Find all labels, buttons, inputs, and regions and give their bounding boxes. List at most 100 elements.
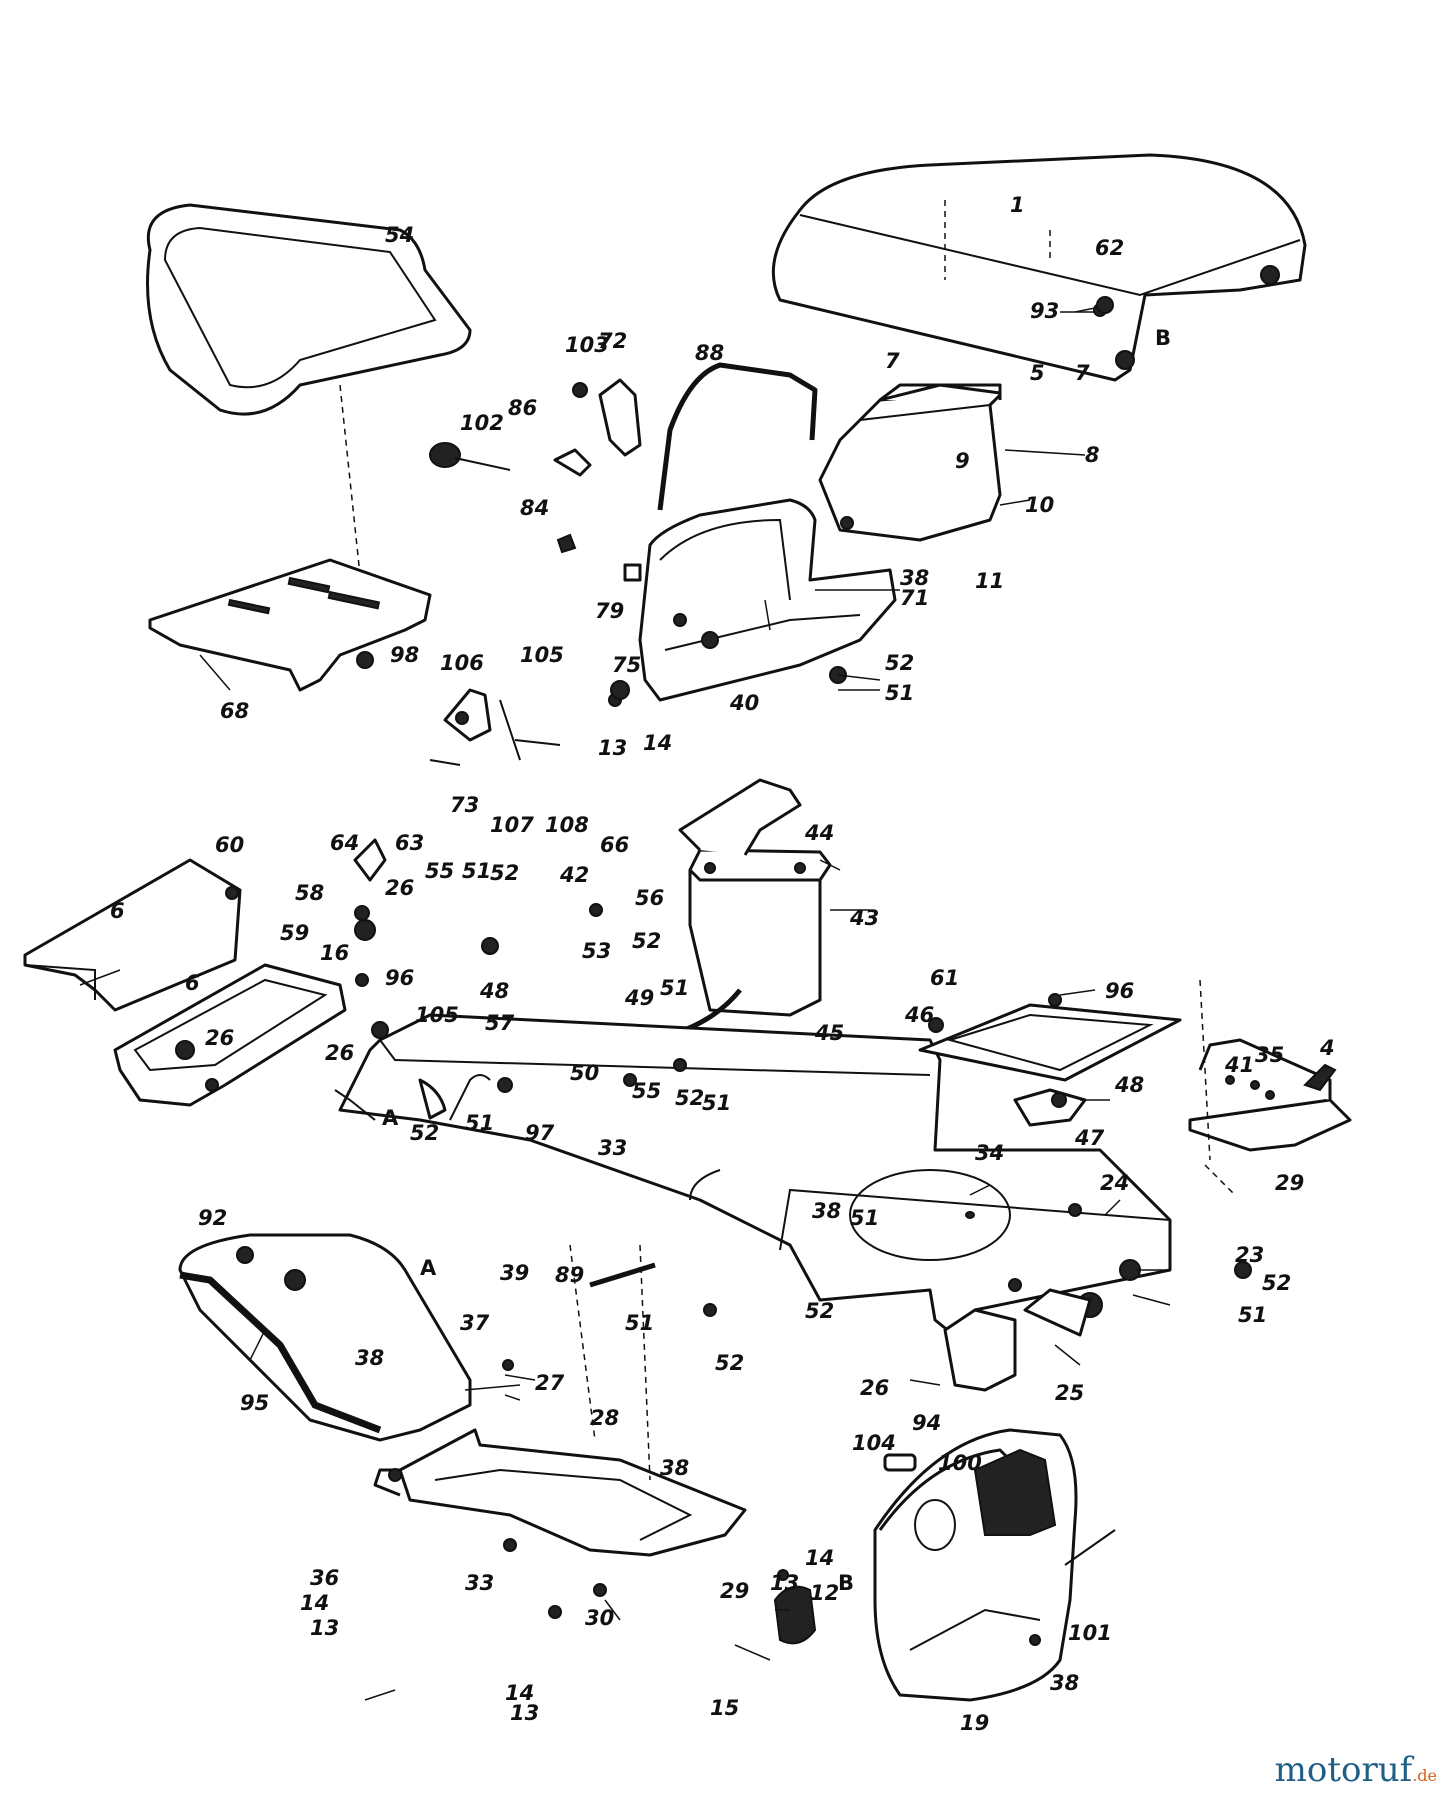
callout-41: 41 (1224, 1053, 1254, 1077)
callout-13d: 13 (770, 1571, 799, 1595)
shaft-part (589, 1262, 656, 1288)
callout-100: 100 (938, 1451, 982, 1475)
seat-part (146, 203, 472, 576)
right-floor-plate-part (918, 993, 1182, 1127)
brake-linkage-part (429, 688, 561, 766)
callout-96a: 96 (385, 966, 414, 990)
callout-8: 8 (1085, 443, 1100, 467)
callout-5: 5 (1030, 361, 1045, 385)
callout-6a: 6 (110, 899, 125, 923)
callout-13b: 13 (310, 1616, 339, 1640)
callout-14d: 14 (805, 1546, 834, 1570)
callout-37: 37 (460, 1311, 490, 1335)
callout-36: 36 (310, 1566, 339, 1590)
callout-28: 28 (590, 1406, 619, 1430)
callout-63: 63 (395, 831, 424, 855)
callout-labels: 1 4 5 6 6 7 7 8 9 10 11 12 13 13 13 13 1… (110, 193, 1335, 1735)
callout-51h: 51 (1238, 1303, 1267, 1327)
callout-35: 35 (1255, 1043, 1284, 1067)
callout-75: 75 (612, 653, 641, 677)
callout-103: 103 (565, 333, 609, 357)
callout-47: 47 (1074, 1126, 1105, 1150)
callout-79: 79 (595, 599, 624, 623)
callout-19: 19 (960, 1711, 989, 1735)
marker-b-2: B (838, 1571, 854, 1595)
callout-61: 61 (930, 966, 959, 990)
callout-50: 50 (570, 1061, 599, 1085)
callout-102: 102 (460, 411, 504, 435)
callout-27: 27 (535, 1371, 565, 1395)
bolt-part (1064, 1529, 1116, 1566)
rear-body-part (773, 1428, 1078, 1702)
marker-a-1: A (382, 1106, 399, 1130)
callout-62: 62 (1095, 236, 1124, 260)
callout-94: 94 (912, 1411, 941, 1435)
callout-52h: 52 (1262, 1271, 1291, 1295)
callout-38a: 38 (900, 566, 929, 590)
fuel-tank-part (818, 383, 1002, 542)
callout-51b: 51 (462, 859, 491, 883)
callout-4: 4 (1319, 1036, 1335, 1060)
callout-33a: 33 (598, 1136, 627, 1160)
callout-53: 53 (582, 939, 611, 963)
callout-86: 86 (508, 396, 537, 420)
callout-38b: 38 (812, 1199, 841, 1223)
callout-52d: 52 (410, 1121, 439, 1145)
callout-101: 101 (1068, 1621, 1112, 1645)
callout-12: 12 (810, 1581, 839, 1605)
callout-51e: 51 (702, 1091, 731, 1115)
callout-1: 1 (1010, 193, 1025, 217)
callout-29b: 29 (720, 1579, 749, 1603)
callout-25: 25 (1055, 1381, 1084, 1405)
callout-52b: 52 (490, 861, 519, 885)
callout-58: 58 (295, 881, 324, 905)
callout-52f: 52 (805, 1299, 834, 1323)
callout-38e: 38 (1050, 1671, 1079, 1695)
callout-97: 97 (525, 1121, 555, 1145)
leader-lines (249, 307, 1171, 1701)
callout-38c: 38 (355, 1346, 384, 1370)
callout-51f: 51 (850, 1206, 879, 1230)
seat-plate-part (148, 558, 432, 692)
callout-24: 24 (1100, 1171, 1129, 1195)
callout-54: 54 (385, 223, 414, 247)
callout-15: 15 (710, 1696, 739, 1720)
callout-93: 93 (1030, 299, 1059, 323)
callout-84: 84 (520, 496, 549, 520)
callout-95: 95 (240, 1391, 269, 1415)
marker-a-2: A (420, 1256, 437, 1280)
callout-57: 57 (485, 1011, 515, 1035)
dash-console-part (638, 498, 897, 702)
callout-23: 23 (1235, 1243, 1264, 1267)
callout-105a: 105 (520, 643, 564, 667)
small-brackets (429, 378, 642, 707)
watermark-main: motoruf (1274, 1750, 1413, 1790)
callout-26d: 26 (860, 1376, 889, 1400)
callout-107: 107 (490, 813, 534, 837)
hood-part (771, 153, 1307, 382)
callout-88: 88 (695, 341, 724, 365)
callout-60: 60 (215, 833, 244, 857)
chassis-frame-part (334, 1013, 1172, 1392)
left-footrest-part (178, 1233, 472, 1442)
callout-46: 46 (904, 1003, 934, 1027)
callout-7a: 7 (885, 349, 900, 373)
callout-16: 16 (320, 941, 349, 965)
callout-48a: 48 (479, 979, 509, 1003)
callout-89: 89 (555, 1263, 584, 1287)
footrest-plate-part (373, 1428, 747, 1597)
callout-96b: 96 (1105, 979, 1134, 1003)
watermark: motoruf.de (1275, 1750, 1437, 1790)
callout-56: 56 (635, 886, 664, 910)
callout-38d: 38 (660, 1456, 689, 1480)
callout-108: 108 (545, 813, 589, 837)
callout-6b: 6 (185, 971, 200, 995)
callout-43: 43 (849, 906, 879, 930)
callout-26a: 26 (385, 876, 414, 900)
callout-44: 44 (804, 821, 834, 845)
callout-92: 92 (198, 1206, 227, 1230)
callout-73: 73 (450, 793, 479, 817)
callout-66: 66 (600, 833, 629, 857)
